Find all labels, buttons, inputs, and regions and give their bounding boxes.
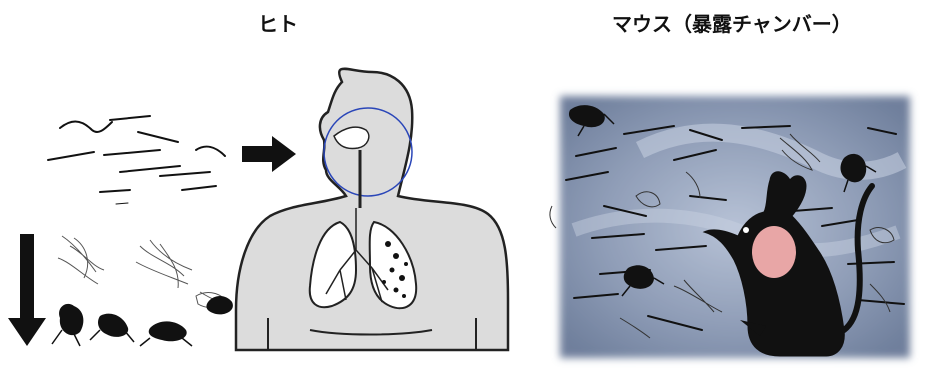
arrow-right <box>242 136 296 172</box>
airborne-fibers-left <box>48 116 225 204</box>
curly-fibers-left <box>58 236 232 307</box>
human-torso-figure <box>236 69 508 350</box>
deposited-particles <box>59 296 233 341</box>
arrow-down <box>8 234 46 346</box>
